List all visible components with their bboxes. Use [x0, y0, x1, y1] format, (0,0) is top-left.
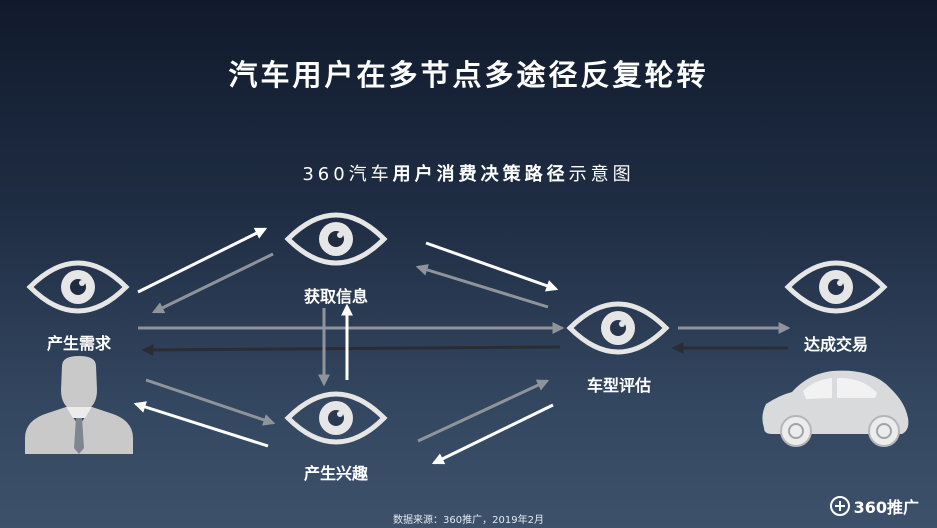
brand-logo: 360推广 — [829, 494, 919, 518]
page-title: 汽车用户在多节点多途径反复轮转 — [228, 58, 709, 92]
arrow-demand-to-info — [137, 227, 268, 294]
eye-icon-deal — [784, 260, 888, 314]
arrow-info-to-demand — [151, 252, 274, 314]
arrow-evaluate-to-demand — [141, 343, 561, 356]
data-source-note: 数据来源：360推广，2019年2月 — [393, 515, 544, 526]
eye-icon-evaluate — [566, 301, 670, 355]
arrow-demand-to-interest — [145, 378, 276, 426]
arrow-evaluate-to-interest — [431, 403, 554, 465]
car-icon — [762, 370, 909, 447]
person-icon — [25, 356, 133, 454]
eye-icon-info — [284, 212, 388, 266]
arrow-interest-to-evaluate — [417, 379, 550, 443]
arrow-evaluate-to-info — [415, 264, 549, 309]
brand-logo-text: 360推广 — [853, 498, 919, 517]
node-label-interest: 产生兴趣 — [303, 464, 369, 483]
node-label-demand: 产生需求 — [46, 334, 112, 353]
subtitle-suffix: 示意图 — [568, 164, 635, 185]
arrow-interest-to-demand — [133, 401, 269, 448]
subtitle-bold: 用户消费决策路径 — [392, 164, 569, 185]
plus-circle-icon — [829, 496, 850, 516]
node-label-deal: 达成交易 — [803, 335, 869, 354]
subtitle-prefix: 360汽车 — [302, 164, 393, 185]
eye-icon-demand — [26, 260, 130, 314]
eye-icon-interest — [284, 391, 388, 445]
node-label-info: 获取信息 — [303, 287, 369, 306]
diagram-subtitle: 360汽车用户消费决策路径示意图 — [0, 160, 937, 186]
node-label-evaluate: 车型评估 — [586, 376, 652, 395]
arrow-info-to-evaluate — [425, 241, 559, 292]
